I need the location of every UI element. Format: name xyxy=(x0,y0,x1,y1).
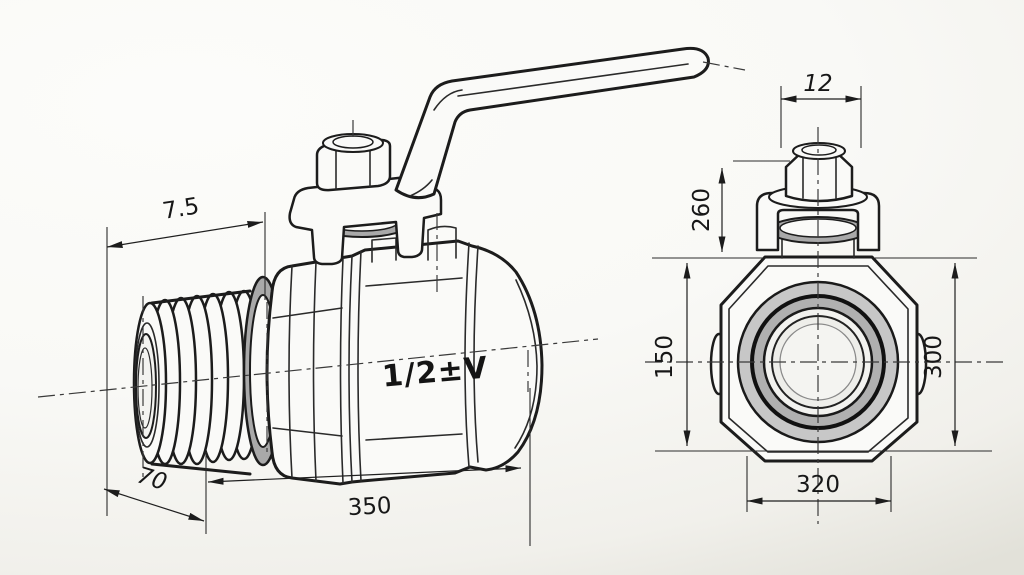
front-view: 12 260 150 300 320 xyxy=(645,71,1008,524)
dim-label-7-5: 7.5 xyxy=(161,193,201,224)
centerline-axis xyxy=(37,338,599,398)
dimension-260: 260 xyxy=(689,160,790,252)
dim-label-260: 260 xyxy=(689,188,715,232)
side-view: 1/2±V xyxy=(37,46,746,546)
dimension-12: 12 xyxy=(780,71,862,148)
dim-label-150: 150 xyxy=(652,335,678,379)
bore-outer-edge xyxy=(134,322,160,448)
lever-handle xyxy=(394,46,710,200)
dim-label-350: 350 xyxy=(347,493,392,521)
front-bracket xyxy=(755,191,881,252)
dim-label-320: 320 xyxy=(796,472,840,498)
dimension-300: 300 xyxy=(921,263,959,446)
dimension-7-5: 7.5 xyxy=(106,193,266,516)
stem-collar xyxy=(371,225,457,263)
dimension-320: 320 xyxy=(746,456,892,512)
dim-label-300: 300 xyxy=(921,335,947,379)
dimension-150: 150 xyxy=(652,263,691,446)
dimension-350: 350 xyxy=(207,388,531,546)
dim-label-70: 70 xyxy=(134,463,170,496)
hex-nut xyxy=(315,133,392,192)
valve-body: 1/2±V xyxy=(265,239,544,486)
centerline-handle-tip xyxy=(702,61,746,71)
port-rings xyxy=(736,280,900,444)
thread-end xyxy=(132,289,261,476)
dim-label-12: 12 xyxy=(803,71,832,97)
